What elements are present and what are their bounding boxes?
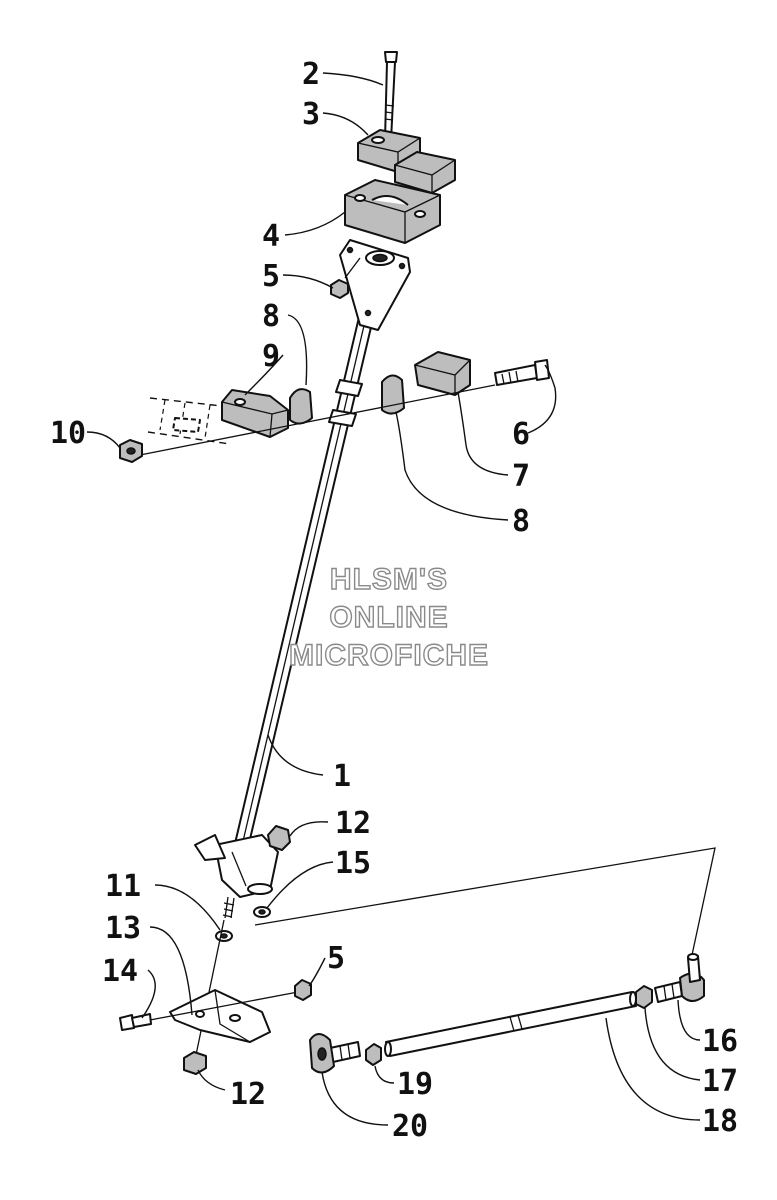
callout-5: 5 (262, 259, 280, 294)
tie-rod-assembly (309, 953, 705, 1074)
callout-18: 18 (702, 1104, 738, 1139)
callout-16: 16 (702, 1024, 738, 1059)
callout-7: 7 (512, 459, 530, 494)
callout-4: 4 (262, 219, 280, 254)
watermark-line-3: MICROFICHE (289, 639, 489, 672)
leader-lines (86, 72, 701, 1126)
watermark-line-1: HLSM'S (330, 563, 448, 596)
callout-5: 5 (327, 941, 345, 976)
shaft-support-assembly (119, 351, 550, 463)
callout-labels: 2 3 4 5 8 9 10 6 7 8 1 12 15 11 13 5 14 … (50, 57, 738, 1144)
callout-19: 19 (397, 1067, 433, 1102)
callout-2: 2 (302, 57, 320, 92)
callout-12: 12 (230, 1077, 266, 1112)
callout-14: 14 (102, 954, 138, 989)
callout-11: 11 (105, 869, 141, 904)
callout-15: 15 (335, 846, 371, 881)
callout-9: 9 (262, 339, 280, 374)
callout-20: 20 (392, 1109, 428, 1144)
callout-13: 13 (105, 911, 141, 946)
watermark: HLSM'S ONLINE MICROFICHE (288, 562, 489, 672)
callout-10: 10 (50, 416, 86, 451)
callout-6: 6 (512, 417, 530, 452)
handlebar-clamp-assembly (330, 51, 456, 299)
callout-1: 1 (333, 759, 351, 794)
callout-8: 8 (512, 504, 530, 539)
lower-bracket-assembly (119, 825, 716, 1075)
callout-17: 17 (702, 1064, 738, 1099)
callout-12: 12 (335, 806, 371, 841)
callout-3: 3 (302, 97, 320, 132)
steering-post (194, 239, 411, 919)
callout-8: 8 (262, 299, 280, 334)
watermark-line-2: ONLINE (329, 601, 448, 634)
